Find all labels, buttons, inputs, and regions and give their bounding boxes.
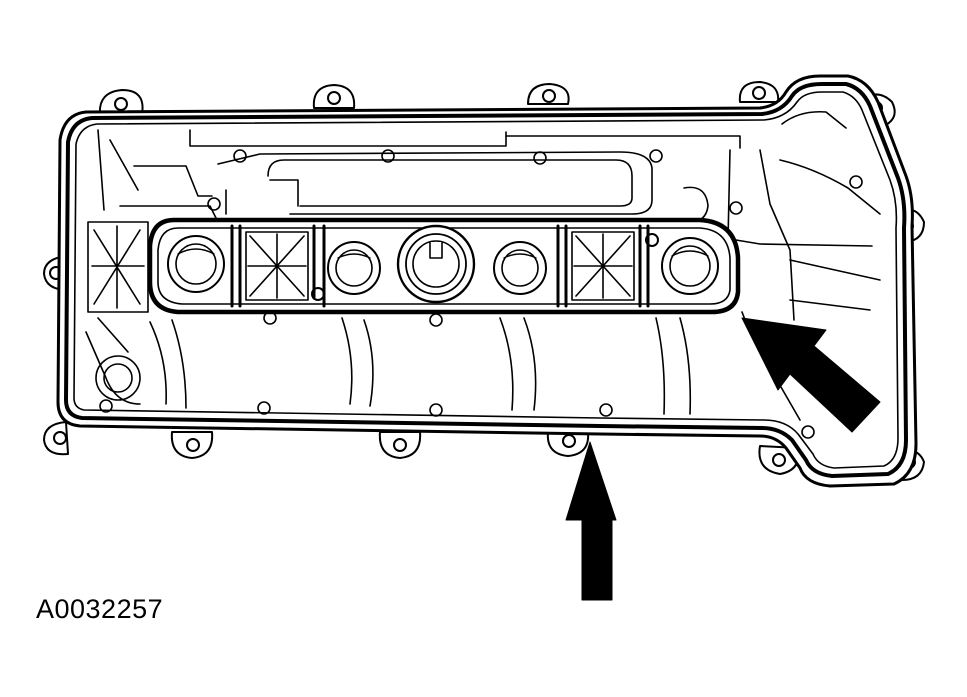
up-arrow-icon: [565, 441, 617, 601]
figure-id-label: A0032257: [36, 594, 164, 624]
lug-top-4: [738, 81, 780, 103]
gasket-rib-cells: [245, 231, 635, 301]
lug-top-3: [527, 83, 570, 105]
lug-top-1: [98, 89, 144, 116]
plug-opening-2: [327, 241, 381, 295]
lug-left-2: [43, 421, 69, 456]
plug-opening-3: [493, 241, 547, 295]
diagonal-arrow-icon: [741, 317, 881, 433]
perimeter-gasket: [64, 82, 908, 478]
left-rib-bay: [87, 221, 149, 313]
lug-bottom-3: [546, 431, 590, 457]
plug-opening-4: [661, 237, 719, 295]
lug-bottom-1: [170, 431, 214, 459]
plug-openings: [167, 224, 719, 304]
lug-top-2: [312, 84, 356, 109]
plug-opening-1: [167, 235, 225, 293]
lug-bottom-2: [378, 431, 422, 459]
oil-fill-opening: [396, 224, 476, 304]
